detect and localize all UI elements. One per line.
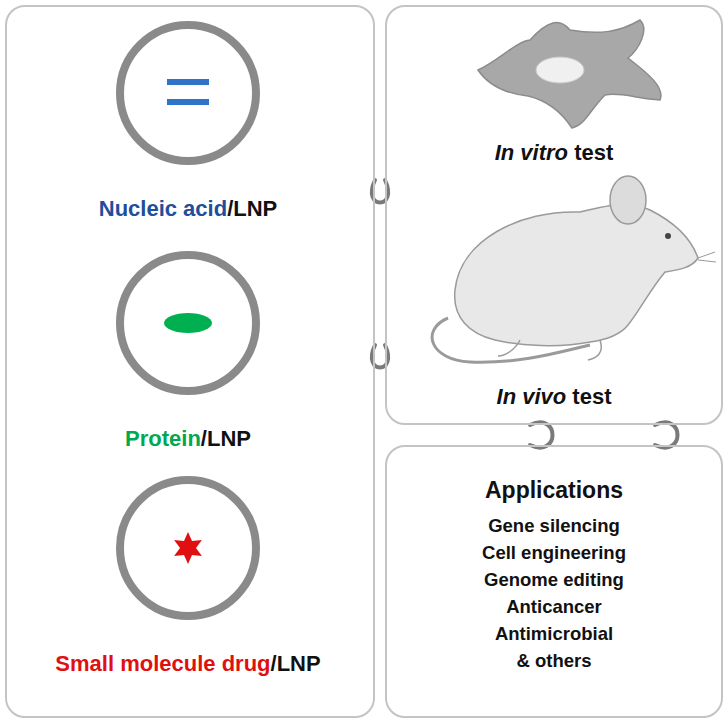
test-type: In vitro xyxy=(495,140,568,165)
cargo-name: Nucleic acid xyxy=(99,196,227,221)
test-word: test xyxy=(568,140,613,165)
carrier-name: /LNP xyxy=(227,196,277,221)
lnp-node: Protein/LNP xyxy=(115,250,261,396)
application-item: Genome editing xyxy=(484,566,624,593)
test-label: In vitro test xyxy=(495,140,614,166)
cell-illustration xyxy=(478,20,661,128)
lipid-shell xyxy=(120,480,256,616)
nucleic-acid-strand xyxy=(167,79,209,85)
mouse-illustration xyxy=(432,176,716,362)
cargo-name: Small molecule drug xyxy=(55,651,270,676)
carrier-name: /LNP xyxy=(271,651,321,676)
application-item: Cell engineering xyxy=(482,539,626,566)
lnp-circle xyxy=(115,20,261,166)
applications-heading: Applications xyxy=(485,477,623,504)
formulation-panel: Nucleic acid/LNPProtein/LNPSmall molecul… xyxy=(5,5,375,718)
application-item: & others xyxy=(516,647,591,674)
carrier-name: /LNP xyxy=(201,426,251,451)
applications-panel: ApplicationsGene silencingCell engineeri… xyxy=(385,445,723,718)
test-label: In vivo test xyxy=(497,384,612,410)
lipid-shell xyxy=(120,255,256,391)
lnp-circle xyxy=(115,475,261,621)
lipid-shell xyxy=(120,25,256,161)
cargo-name: Protein xyxy=(125,426,201,451)
node-label: Protein/LNP xyxy=(125,426,251,452)
nucleic-acid-strand xyxy=(167,99,209,105)
test-panel: In vitro testIn vivo test xyxy=(385,5,723,425)
drug-star-symbol xyxy=(174,532,202,564)
node-label: Small molecule drug/LNP xyxy=(55,651,320,677)
node-label: Nucleic acid/LNP xyxy=(99,196,278,222)
test-word: test xyxy=(566,384,611,409)
link-hook xyxy=(655,422,678,447)
application-item: Antimicrobial xyxy=(495,620,613,647)
test-type: In vivo xyxy=(497,384,567,409)
application-item: Gene silencing xyxy=(488,512,620,539)
lnp-circle xyxy=(115,250,261,396)
lnp-node: Nucleic acid/LNP xyxy=(115,20,261,166)
lnp-node: Small molecule drug/LNP xyxy=(115,475,261,621)
application-item: Anticancer xyxy=(506,593,602,620)
link-hook xyxy=(530,422,553,447)
protein-symbol xyxy=(164,313,212,333)
